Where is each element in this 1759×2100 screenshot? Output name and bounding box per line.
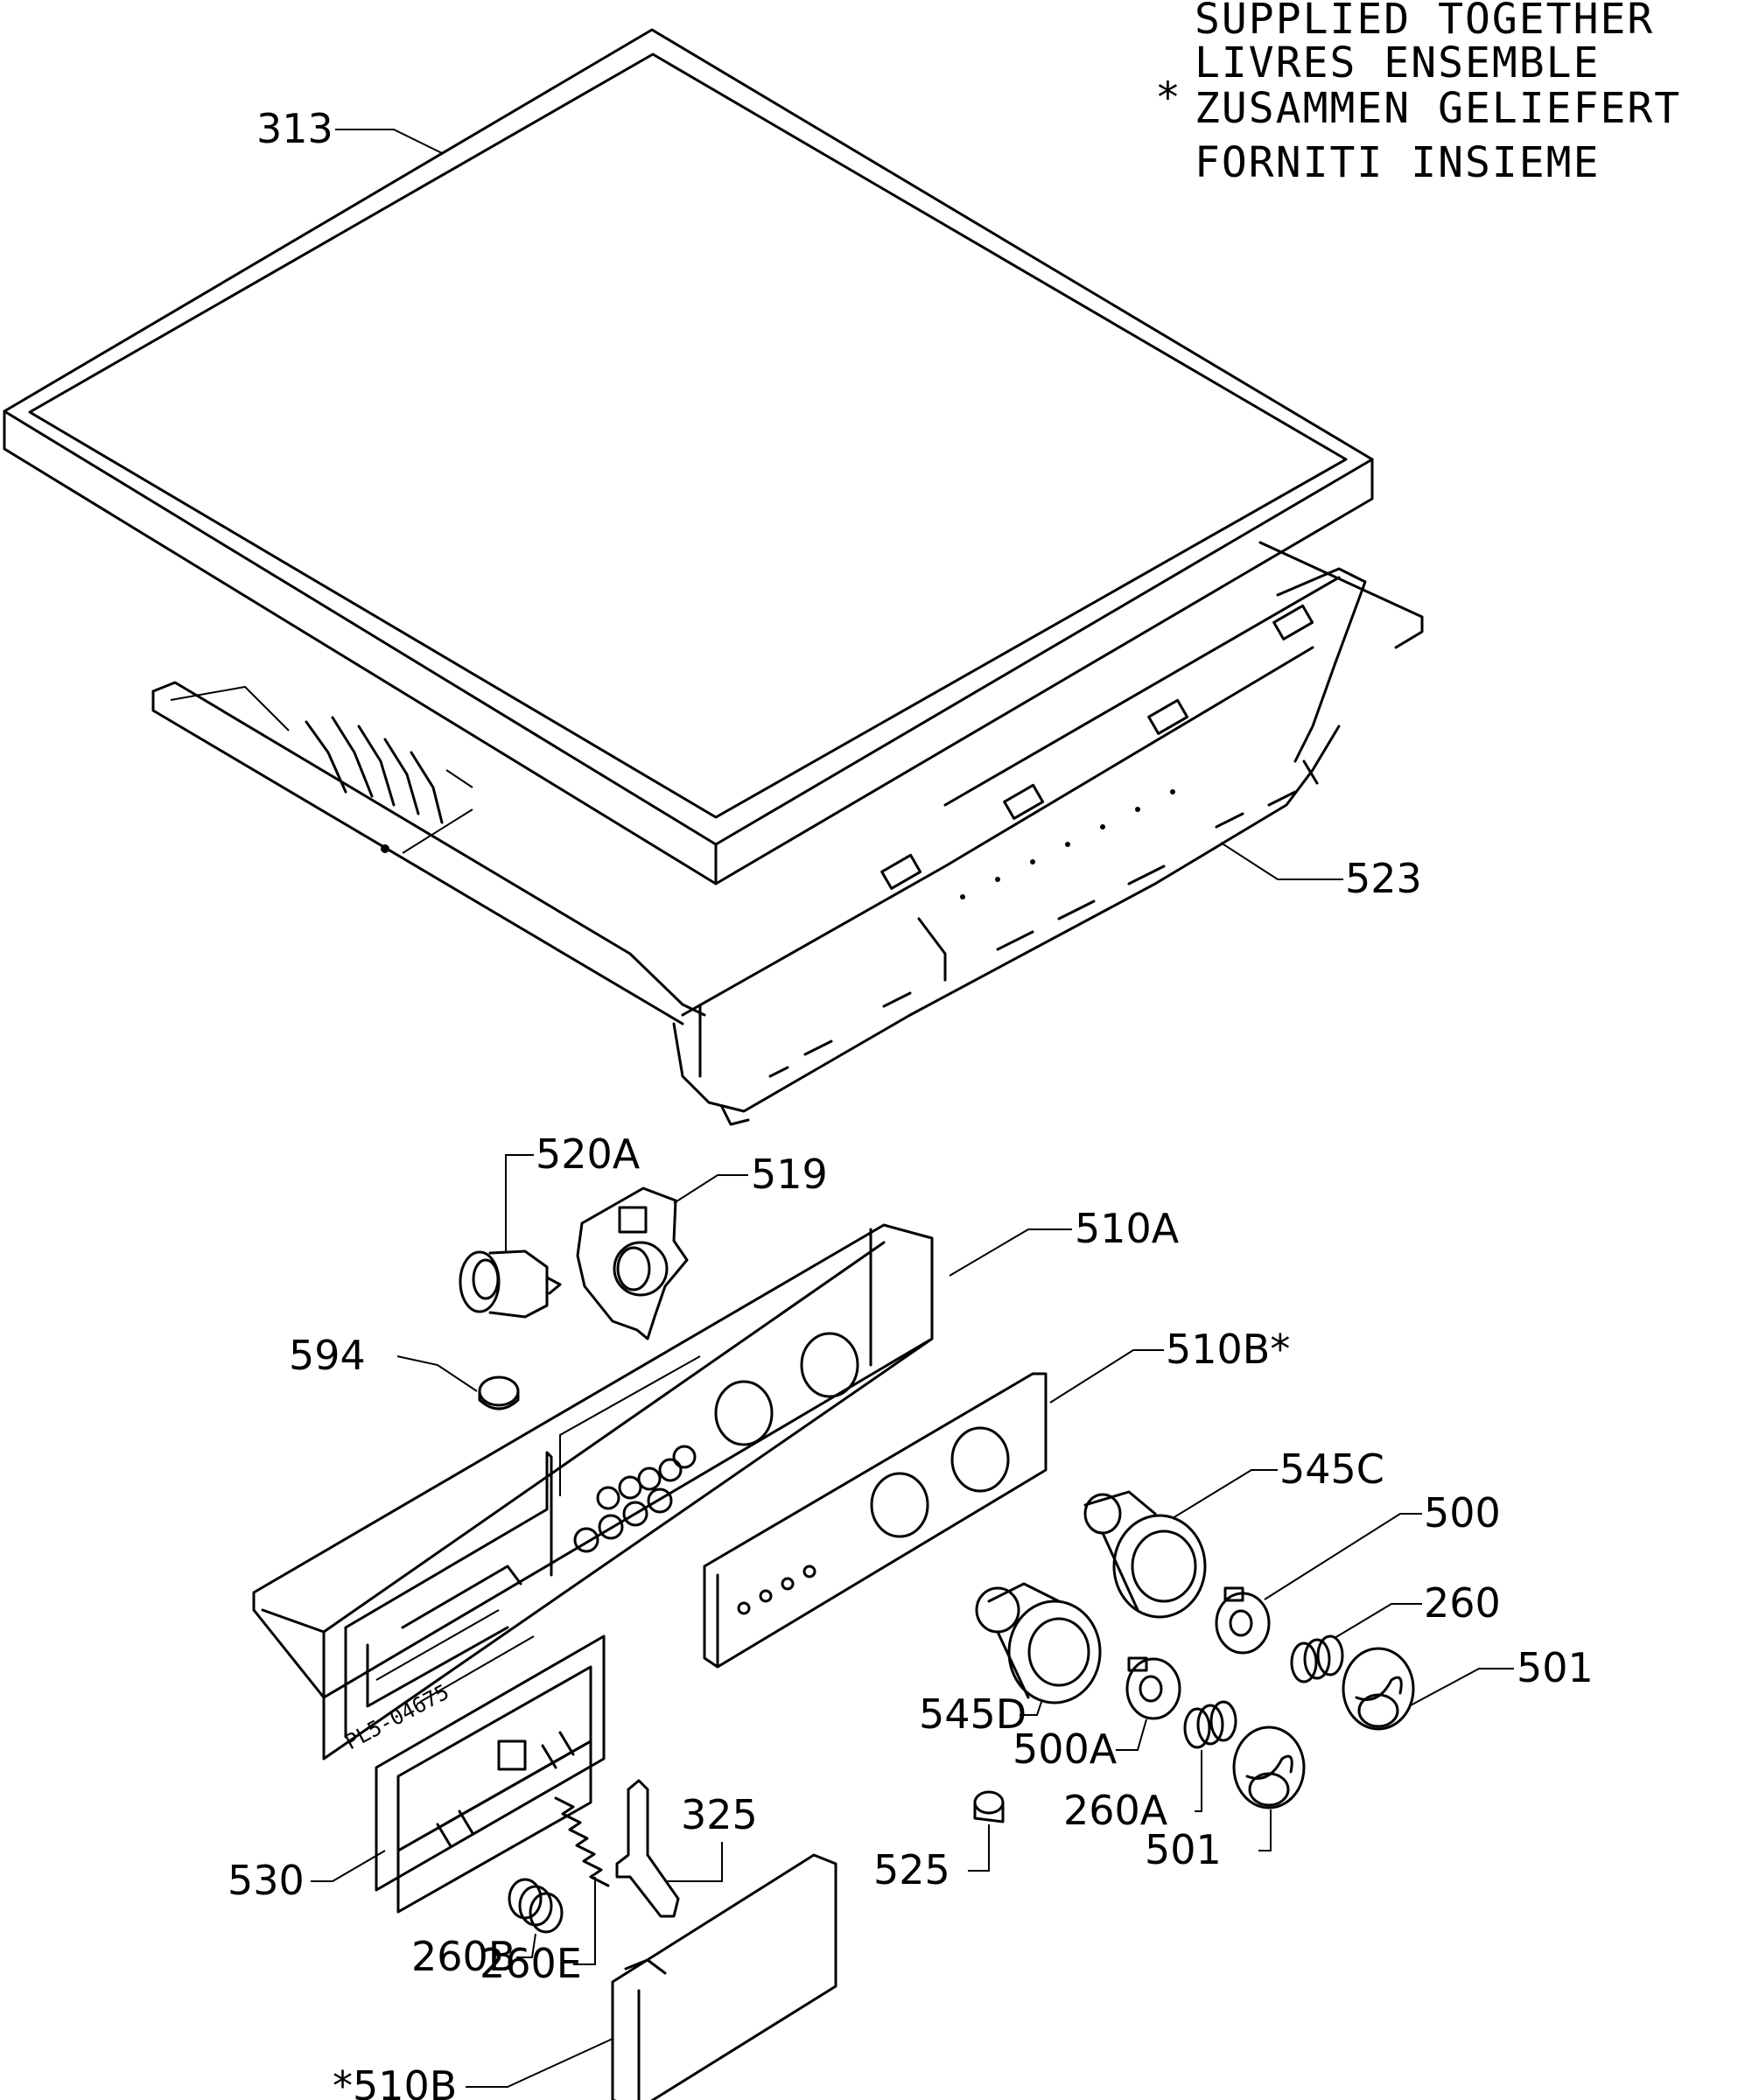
note-line-4: FORNITI INSIEME <box>1195 138 1600 187</box>
label-510A: 510A <box>1075 1205 1180 1252</box>
part-510B-drawer-front <box>611 1853 837 2100</box>
label-525: 525 <box>873 1846 950 1894</box>
part-501-knob-upper <box>1342 1647 1415 1731</box>
label-530: 530 <box>228 1857 305 1904</box>
part-501-knob-lower <box>1232 1726 1306 1810</box>
note-line-2: LIVRES ENSEMBLE <box>1195 38 1600 88</box>
part-500-cam <box>1215 1586 1271 1655</box>
part-260-spring <box>1290 1634 1344 1684</box>
label-313: 313 <box>256 105 333 152</box>
part-525-plug <box>973 1790 1005 1824</box>
label-325: 325 <box>681 1791 758 1838</box>
part-523-panel-frame <box>151 541 1424 1126</box>
part-520A-switch <box>459 1250 562 1319</box>
label-500A: 500A <box>1013 1726 1118 1773</box>
part-260A-spring <box>1183 1700 1237 1749</box>
part-510B-decor-plate <box>703 1372 1048 1669</box>
label-260A: 260A <box>1063 1787 1168 1834</box>
part-313-worktop <box>3 28 1374 886</box>
label-500: 500 <box>1424 1489 1501 1536</box>
label-260E: 260E <box>480 1940 582 1987</box>
label-594: 594 <box>289 1332 366 1379</box>
label-260: 260 <box>1424 1579 1501 1627</box>
part-260E-spring <box>554 1796 610 1887</box>
label-260B: 260B <box>411 1933 515 1980</box>
part-500A-cam <box>1125 1656 1181 1720</box>
label-510B-drawer: *510B <box>333 2062 457 2100</box>
label-501-upper: 501 <box>1517 1644 1594 1691</box>
label-501-lower: 501 <box>1145 1826 1222 1873</box>
label-510B-star: 510B* <box>1166 1326 1290 1373</box>
label-520A: 520A <box>536 1130 641 1178</box>
label-519: 519 <box>751 1151 828 1198</box>
part-260B-spring <box>508 1878 564 1934</box>
label-545D: 545D <box>919 1690 1027 1738</box>
part-325-lever <box>615 1779 680 1918</box>
part-530-drawer-frame <box>375 1634 606 1914</box>
label-523: 523 <box>1345 855 1422 902</box>
part-594-cap <box>478 1376 520 1410</box>
label-545C: 545C <box>1279 1446 1384 1493</box>
part-545D-knob-housing <box>975 1582 1102 1704</box>
note-line-3: ZUSAMMEN GELIEFERT <box>1195 84 1681 133</box>
part-labels: 313 523 520A 519 510A 594 510B* 545C 500… <box>228 105 1594 2100</box>
leader-lines <box>311 129 1514 2088</box>
note-asterisk: * <box>1155 74 1182 122</box>
note-line-1: SUPPLIED TOGETHER <box>1195 0 1654 44</box>
part-545C-knob-housing <box>1083 1490 1207 1619</box>
supplied-together-note: SUPPLIED TOGETHER LIVRES ENSEMBLE * ZUSA… <box>1155 0 1681 187</box>
part-519-switch-mount <box>576 1186 689 1340</box>
